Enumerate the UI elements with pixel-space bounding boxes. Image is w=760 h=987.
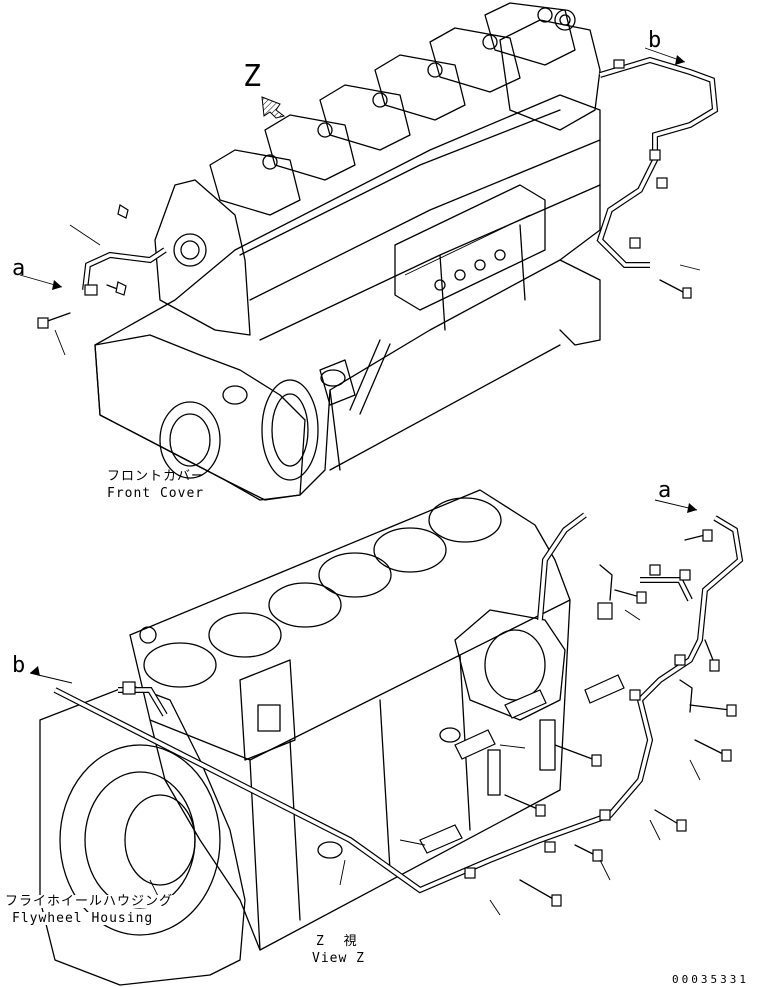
leader-lines-bottom bbox=[29, 499, 701, 916]
view-marker-z: Z bbox=[243, 59, 262, 94]
harness-tube-top bbox=[37, 56, 719, 329]
harness-tube-bottom bbox=[53, 512, 744, 894]
document-number: 00035331 bbox=[672, 973, 749, 986]
engine-assembly bbox=[94, 2, 601, 501]
callout-a-top: a bbox=[12, 256, 26, 281]
view-z-arrow bbox=[261, 96, 286, 119]
leader-lines-top bbox=[19, 47, 701, 356]
flywheel-housing-label-jp: フライホイールハウジング bbox=[5, 894, 174, 909]
callout-b-top: b bbox=[648, 28, 662, 53]
view-z-label-jp: Z 視 bbox=[316, 934, 358, 949]
callout-a-bottom: a bbox=[658, 478, 672, 503]
cylinder-block-view-z bbox=[39, 489, 571, 986]
flywheel-housing-label-en: Flywheel Housing bbox=[12, 911, 154, 926]
callout-b-bottom: b bbox=[12, 653, 26, 678]
front-cover-label-en: Front Cover bbox=[107, 486, 205, 501]
exploded-parts-bottom bbox=[419, 529, 737, 907]
view-z-label-en: View Z bbox=[312, 951, 365, 966]
front-cover-label-jp: フロントカバー bbox=[107, 469, 206, 484]
